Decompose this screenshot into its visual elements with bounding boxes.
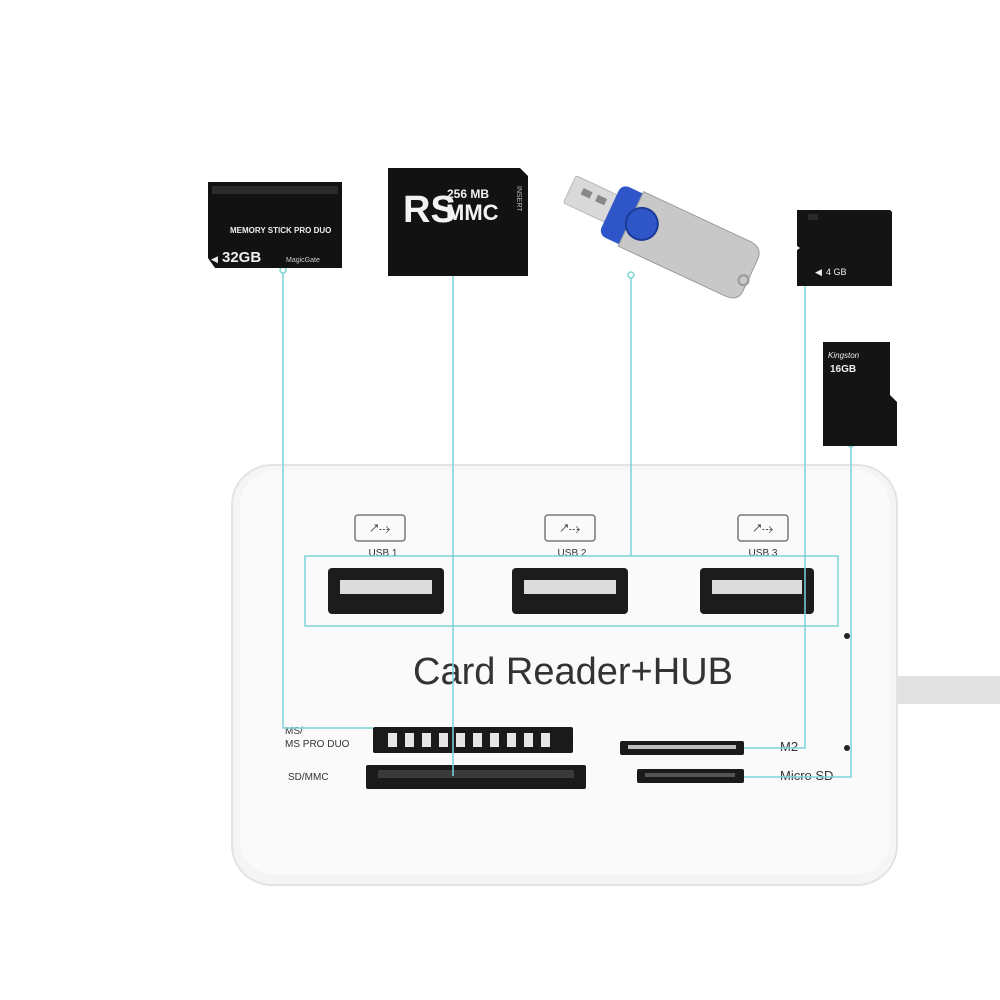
rsmmc-mmc: MMC (446, 200, 499, 225)
microsd-card: Kingston 16GB (823, 342, 897, 446)
ms-pro-duo-slot[interactable] (373, 727, 573, 753)
micro-sd-slot[interactable] (637, 769, 744, 783)
memory-stick-capacity: 32GB (222, 249, 261, 266)
usb-flash-drive (563, 175, 760, 299)
guide-line-microsd (744, 444, 852, 778)
memory-stick-brand: MEMORY STICK PRO DUO (230, 226, 331, 235)
m2-capacity: 4 GB (826, 267, 847, 277)
sd-mmc-label: SD/MMC (288, 772, 329, 783)
usb-port-2-symbol: ⭧⇢ (544, 514, 596, 542)
rs-mmc-card: RS MMC 256 MB INSERT (388, 168, 528, 276)
led-indicator-bottom (844, 745, 850, 751)
usb-port-2[interactable] (512, 568, 628, 614)
sd-mmc-slot[interactable] (366, 765, 586, 789)
rsmmc-insert: INSERT (515, 186, 522, 212)
m2-label: M2 (780, 739, 798, 754)
micro-sd-label: Micro SD (780, 768, 833, 783)
usb-port-3-symbol: ⭧⇢ (737, 514, 789, 542)
svg-text:◀: ◀ (211, 254, 218, 264)
memory-stick-sub: MagicGate (286, 257, 320, 264)
usb-port-3-label: USB 3 (749, 548, 778, 559)
rsmmc-capacity: 256 MB (447, 187, 489, 201)
microsd-capacity: 16GB (830, 364, 856, 375)
guide-line-ms (282, 272, 373, 729)
usb-port-1-symbol: ⭧⇢ (354, 514, 406, 542)
led-indicator-top (844, 633, 850, 639)
usb-port-2-label: USB 2 (558, 548, 587, 559)
microsd-brand: Kingston (828, 351, 860, 360)
svg-text:⭧⇢: ⭧⇢ (370, 520, 390, 536)
m2-card: ◀ 4 GB (797, 210, 892, 286)
svg-text:◀: ◀ (815, 267, 822, 277)
usb-port-3[interactable] (700, 568, 814, 614)
guide-dot-usb-stick (627, 271, 635, 279)
rsmmc-rs: RS (403, 189, 456, 231)
guide-line-m2 (744, 282, 806, 749)
hub-title: Card Reader+HUB (413, 651, 733, 693)
usb-port-1-label: USB 1 (369, 548, 398, 559)
m2-slot[interactable] (620, 741, 744, 755)
memory-stick-card: MEMORY STICK PRO DUO ◀ 32GB MagicGate (208, 182, 342, 268)
usb-port-1[interactable] (328, 568, 444, 614)
guide-lines (282, 270, 852, 778)
ms-slot-label-line1: MS/ (285, 726, 303, 737)
usb-ports-highlight (304, 555, 839, 627)
svg-text:⭧⇢: ⭧⇢ (560, 520, 580, 536)
ms-slot-label-line2: MS PRO DUO (285, 739, 350, 750)
svg-text:⭧⇢: ⭧⇢ (753, 520, 773, 536)
